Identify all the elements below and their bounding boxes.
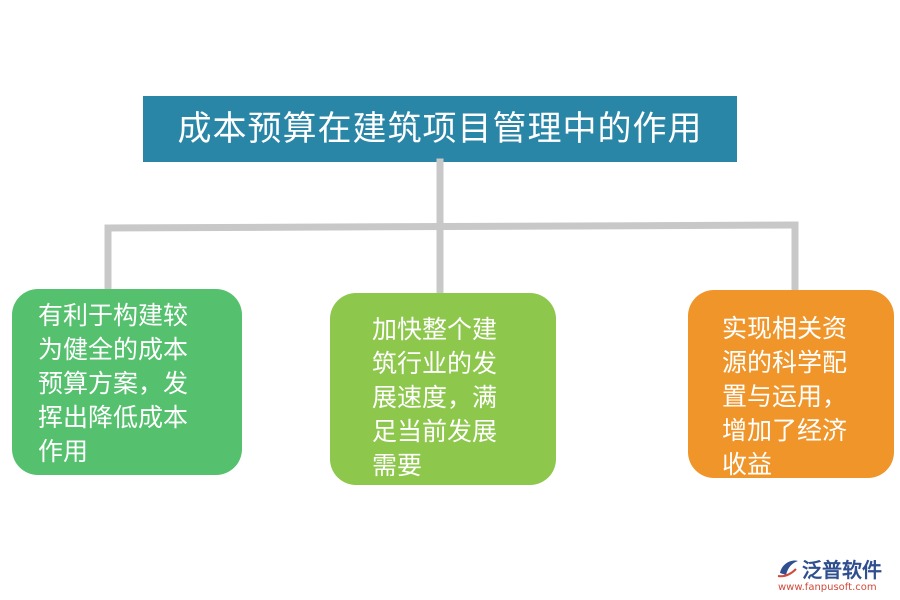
box-cost-budget-plan: 有利于构建较 为健全的成本 预算方案，发 挥出降低成本 作用 — [12, 289, 242, 475]
brand-name: 泛普软件 — [802, 558, 882, 582]
diagram-title: 成本预算在建筑项目管理中的作用 — [143, 96, 737, 162]
box-text: 加快整个建 筑行业的发 展速度，满 足当前发展 需要 — [372, 315, 498, 480]
horizontal-bar — [104, 221, 799, 232]
box-resource-allocation: 实现相关资 源的科学配 置与运用， 增加了经济 收益 — [688, 290, 894, 479]
box-text: 有利于构建较 为健全的成本 预算方案，发 挥出降低成本 作用 — [38, 301, 189, 466]
fanpu-logo-icon — [777, 560, 798, 578]
brand-url: www.fanpusoft.com — [778, 582, 877, 593]
box-industry-development: 加快整个建 筑行业的发 展速度，满 足当前发展 需要 — [330, 293, 556, 485]
watermark: 泛普软件 www.fanpusoft.com — [776, 553, 896, 597]
box-text: 实现相关资 源的科学配 置与运用， 增加了经济 收益 — [722, 314, 848, 479]
